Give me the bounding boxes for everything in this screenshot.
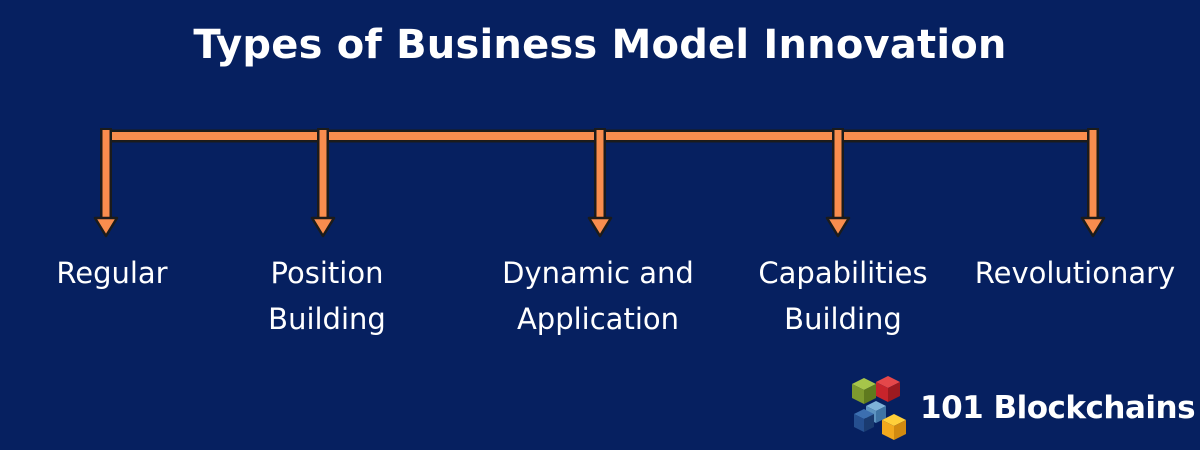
connector-arrowhead-2 <box>587 216 613 238</box>
branch-label-position-building: Position Building <box>268 256 386 336</box>
diagram-title: Types of Business Model Innovation <box>193 22 1007 68</box>
connector-arrowhead-3 <box>825 216 851 238</box>
brand-name: 101 Blockchains <box>920 390 1196 426</box>
branch-label-capabilities-building: Capabilities Building <box>758 256 928 336</box>
branch-label-dynamic-application: Dynamic and Application <box>502 256 694 336</box>
branch-label-regular: Regular <box>56 256 168 290</box>
connector-arrowhead-1 <box>310 216 336 238</box>
connector-arrowhead-4 <box>1080 216 1106 238</box>
branch-label-revolutionary: Revolutionary <box>974 256 1176 290</box>
cubes-logo-icon <box>852 376 906 440</box>
brand-logo: 101 Blockchains <box>846 376 1196 440</box>
connector-arrowhead-0 <box>93 216 119 238</box>
